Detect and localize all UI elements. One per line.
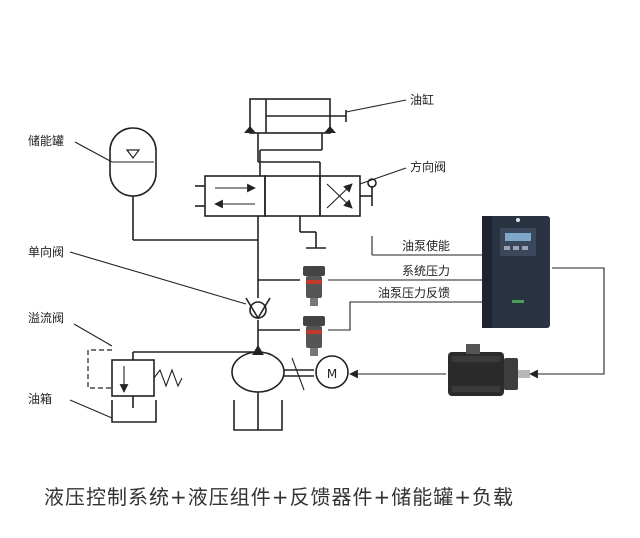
system-pressure-sensor bbox=[303, 266, 325, 306]
tank-symbol bbox=[111, 392, 283, 431]
diagram-caption: 液压控制系统+液压组件+反馈器件+储能罐+负载 bbox=[44, 485, 514, 509]
cylinder-leader bbox=[345, 99, 407, 113]
relief-valve-label: 溢流阀 bbox=[28, 311, 64, 325]
frequency-inverter-image bbox=[482, 216, 550, 328]
check-valve-leader bbox=[69, 251, 247, 305]
tank-label: 油箱 bbox=[28, 391, 52, 406]
signal-wiring bbox=[328, 236, 605, 379]
tank-leader bbox=[69, 399, 113, 419]
accumulator-symbol bbox=[109, 127, 258, 241]
accumulator-leader bbox=[74, 141, 113, 163]
cylinder-symbol bbox=[244, 98, 347, 134]
valve-tank-return bbox=[299, 216, 326, 249]
main-pressure-line bbox=[257, 216, 300, 352]
electric-motor-symbol bbox=[315, 355, 349, 389]
accumulator-label: 储能罐 bbox=[28, 133, 64, 148]
check-valve-symbol bbox=[245, 297, 271, 320]
directional-valve-symbol bbox=[195, 175, 377, 217]
directional-valve-label: 方向阀 bbox=[410, 159, 446, 174]
cylinder-ports bbox=[257, 133, 323, 176]
directional-valve-leader bbox=[359, 167, 407, 185]
pump-pressure-sensor bbox=[303, 316, 325, 356]
check-valve-label: 单向阀 bbox=[28, 244, 64, 259]
motor-label: M bbox=[327, 367, 337, 381]
relief-valve-symbol bbox=[87, 349, 258, 408]
hydraulic-pump-symbol bbox=[231, 345, 314, 393]
relief-valve-leader bbox=[73, 323, 113, 347]
cylinder-label: 油缸 bbox=[410, 92, 434, 107]
servo-motor-image bbox=[448, 344, 530, 396]
signal-system-pressure-label: 系统压力 bbox=[402, 264, 450, 278]
signal-pump-enable-label: 油泵使能 bbox=[402, 238, 450, 253]
signal-pump-pressure-feedback-label: 油泵压力反馈 bbox=[378, 286, 450, 300]
